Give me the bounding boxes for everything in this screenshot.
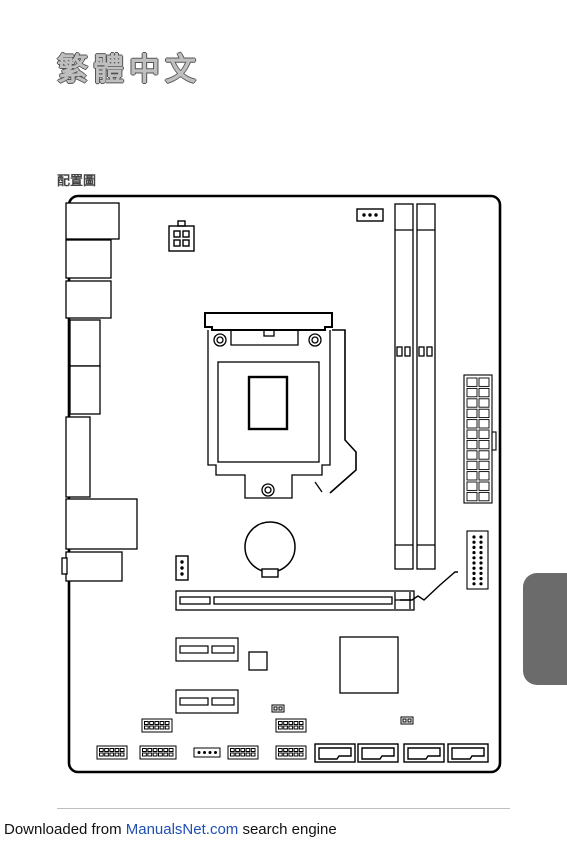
- io-port-dvi: [70, 366, 100, 414]
- io-port-audio-tab: [62, 558, 67, 574]
- io-port-lan-usb: [66, 499, 137, 549]
- footer-link[interactable]: ManualsNet.com: [126, 821, 239, 838]
- io-port-vga: [70, 320, 100, 366]
- io-port-audio: [66, 552, 122, 581]
- io-port-usb-2: [66, 281, 111, 318]
- language-side-tab: [523, 573, 567, 685]
- io-port-usb-1: [66, 240, 111, 278]
- io-port-ps2: [66, 203, 119, 239]
- footer-prefix: Downloaded from: [4, 821, 126, 838]
- footer-text: Downloaded from ManualsNet.com search en…: [4, 821, 337, 838]
- footer-rule: [57, 808, 510, 809]
- footer-suffix: search engine: [238, 821, 336, 838]
- io-port-hdmi: [66, 417, 90, 497]
